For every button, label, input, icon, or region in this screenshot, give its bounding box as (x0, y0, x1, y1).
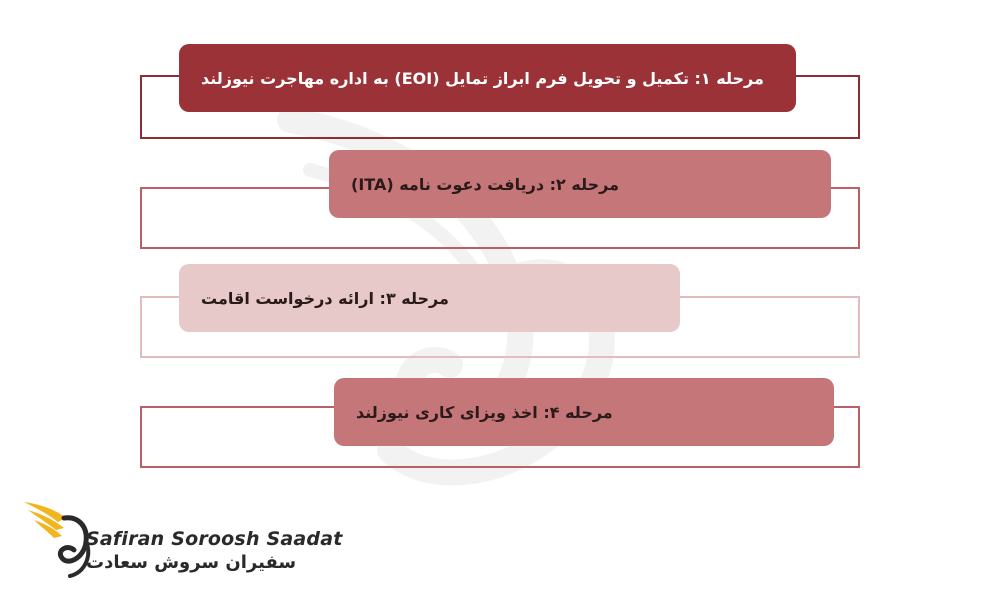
logo-name-en: Safiran Soroosh Saadat (86, 528, 343, 550)
step-2-label: مرحله ۲: دریافت دعوت نامه (ITA) (351, 174, 620, 194)
step-4-label: مرحله ۴: اخذ ویزای کاری نیوزلند (356, 402, 613, 422)
step-3-box: مرحله ۳: ارائه درخواست اقامت (179, 264, 680, 332)
step-4-box: مرحله ۴: اخذ ویزای کاری نیوزلند (334, 378, 834, 446)
step-2-box: مرحله ۲: دریافت دعوت نامه (ITA) (329, 150, 831, 218)
logo-name-fa: سفیران سروش سعادت (86, 552, 297, 573)
step-1-box: مرحله ۱: تکمیل و تحویل فرم ابراز تمایل (… (179, 44, 796, 112)
step-1-label: مرحله ۱: تکمیل و تحویل فرم ابراز تمایل (… (201, 68, 764, 88)
step-3-label: مرحله ۳: ارائه درخواست اقامت (201, 288, 449, 308)
company-logo-icon (24, 502, 91, 578)
